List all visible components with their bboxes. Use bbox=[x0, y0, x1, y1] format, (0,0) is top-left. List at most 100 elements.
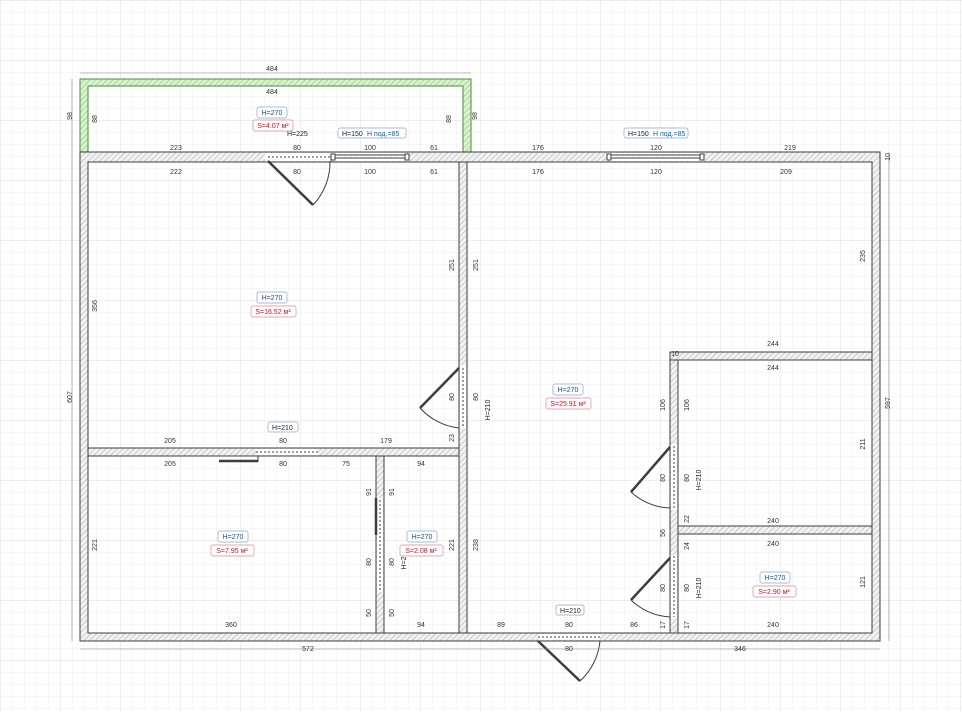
dimension-label: 244 bbox=[767, 365, 779, 372]
dimension-label: 75 bbox=[342, 461, 350, 468]
dimension-label: 205 bbox=[164, 438, 176, 445]
dimension-label: 56 bbox=[660, 529, 667, 537]
dimension-label: 17 bbox=[660, 621, 667, 629]
window-sill-label: H под.=85 bbox=[653, 131, 686, 138]
dimension-label: 346 bbox=[734, 646, 746, 653]
dimension-label: 80 bbox=[293, 145, 301, 152]
dimension-label: 80 bbox=[684, 474, 691, 482]
dimension-label: 221 bbox=[92, 539, 99, 551]
dimension-label: 80 bbox=[660, 584, 667, 592]
window-height-label: H=150 bbox=[628, 131, 649, 138]
dimension-label: 176 bbox=[532, 145, 544, 152]
dimension-label: 223 bbox=[170, 145, 182, 152]
dimension-label: 50 bbox=[389, 609, 396, 617]
dimension-label: 50 bbox=[366, 609, 373, 617]
dimension-label: 80 bbox=[449, 393, 456, 401]
door-height-label: H=210 bbox=[696, 577, 703, 598]
dimension-label: 360 bbox=[225, 622, 237, 629]
dimension-label: 61 bbox=[430, 145, 438, 152]
dimension-label: 80 bbox=[565, 622, 573, 629]
dimension-label: 98 bbox=[67, 112, 74, 120]
dimension-label: 251 bbox=[449, 259, 456, 271]
door-height-label: H=225 bbox=[287, 131, 308, 138]
doors bbox=[219, 156, 675, 682]
dimension-label: 607 bbox=[67, 391, 74, 403]
door-balcony bbox=[267, 156, 331, 206]
dimension-label: 61 bbox=[430, 169, 438, 176]
dimension-label: 100 bbox=[364, 169, 376, 176]
door-wc bbox=[374, 498, 381, 590]
dimension-label: 356 bbox=[92, 300, 99, 312]
dimension-label: 100 bbox=[364, 145, 376, 152]
dimension-label: 209 bbox=[780, 169, 792, 176]
wall-right-top bbox=[669, 351, 873, 361]
dimension-label: 221 bbox=[449, 539, 456, 551]
dimension-label: 120 bbox=[650, 169, 662, 176]
dimension-label: 121 bbox=[860, 576, 867, 588]
dimension-texts-horizontal: 484 484 223 80 100 61 222 80 100 61 176 … bbox=[164, 66, 796, 653]
dimension-label: 205 bbox=[164, 461, 176, 468]
room-labels: H=270 S=4.07 м² H=270 S=16.52 м² H=270 S… bbox=[216, 110, 790, 596]
dimension-label: 572 bbox=[302, 646, 314, 653]
dimension-label: 222 bbox=[170, 169, 182, 176]
dimension-label: 235 bbox=[860, 250, 867, 262]
dimension-label: 94 bbox=[417, 461, 425, 468]
room-height: H=270 bbox=[412, 534, 433, 541]
dimension-label: 94 bbox=[417, 622, 425, 629]
opening-labels: H=225 H=150 H под.=85 H=150 H под.=85 H=… bbox=[272, 131, 703, 615]
dimension-label: 88 bbox=[92, 115, 99, 123]
dimension-label: 80 bbox=[660, 474, 667, 482]
dimension-label: 179 bbox=[380, 438, 392, 445]
dimension-label: 240 bbox=[767, 518, 779, 525]
dimension-label: 240 bbox=[767, 541, 779, 548]
dimension-label: 80 bbox=[279, 461, 287, 468]
dimension-label: 251 bbox=[473, 259, 480, 271]
dimension-label: 86 bbox=[630, 622, 638, 629]
dimension-label: 211 bbox=[860, 438, 867, 449]
room-height: H=270 bbox=[558, 387, 579, 394]
dimension-label: 24 bbox=[684, 542, 691, 550]
door-height-label: H=210 bbox=[560, 608, 581, 615]
dimension-label: 120 bbox=[650, 145, 662, 152]
windows bbox=[330, 153, 705, 161]
dimension-label: 238 bbox=[473, 539, 480, 551]
dimension-label: 240 bbox=[767, 622, 779, 629]
door-height-label: H=210 bbox=[272, 425, 293, 432]
door-room-right bbox=[630, 446, 675, 509]
dimension-label: 244 bbox=[767, 341, 779, 348]
dimension-label: 80 bbox=[293, 169, 301, 176]
door-bath bbox=[630, 556, 675, 618]
dimension-label: 597 bbox=[885, 397, 892, 409]
dimension-lines bbox=[71, 72, 890, 650]
outer-wall bbox=[79, 151, 881, 642]
dimension-label: 17 bbox=[684, 621, 691, 629]
window-left bbox=[330, 153, 410, 161]
dimension-label: 91 bbox=[389, 488, 396, 496]
room-area: S=2.08 м² bbox=[405, 548, 437, 555]
room-height: H=270 bbox=[262, 110, 283, 117]
dimension-label: 80 bbox=[473, 393, 480, 401]
room-height: H=270 bbox=[223, 534, 244, 541]
room-area: S=7.95 м² bbox=[216, 548, 248, 555]
dimension-label: 484 bbox=[266, 66, 278, 73]
dimension-texts-vertical: 98 88 88 98 10 607 356 251 251 80 80 23 … bbox=[67, 112, 892, 629]
dimension-label: 89 bbox=[497, 622, 505, 629]
dimension-label: 484 bbox=[266, 89, 278, 96]
dimension-label: 106 bbox=[684, 399, 691, 411]
dimension-label: 22 bbox=[684, 515, 691, 523]
window-sill-label: H под.=85 bbox=[367, 131, 400, 138]
room-area: S=2.90 м² bbox=[758, 589, 790, 596]
dimension-label: 106 bbox=[660, 399, 667, 411]
dimension-label: 23 bbox=[449, 434, 456, 442]
room-area: S=25.91 м² bbox=[550, 401, 586, 408]
dimension-label: 10 bbox=[885, 153, 892, 161]
door-bedroom bbox=[219, 451, 318, 463]
room-area: S=16.52 м² bbox=[255, 309, 291, 316]
door-entrance bbox=[537, 636, 601, 682]
label-boxes bbox=[210, 106, 797, 616]
room-area: S=4.07 м² bbox=[257, 123, 289, 130]
dimension-label: 80 bbox=[565, 646, 573, 653]
dimension-label: 91 bbox=[366, 488, 373, 496]
